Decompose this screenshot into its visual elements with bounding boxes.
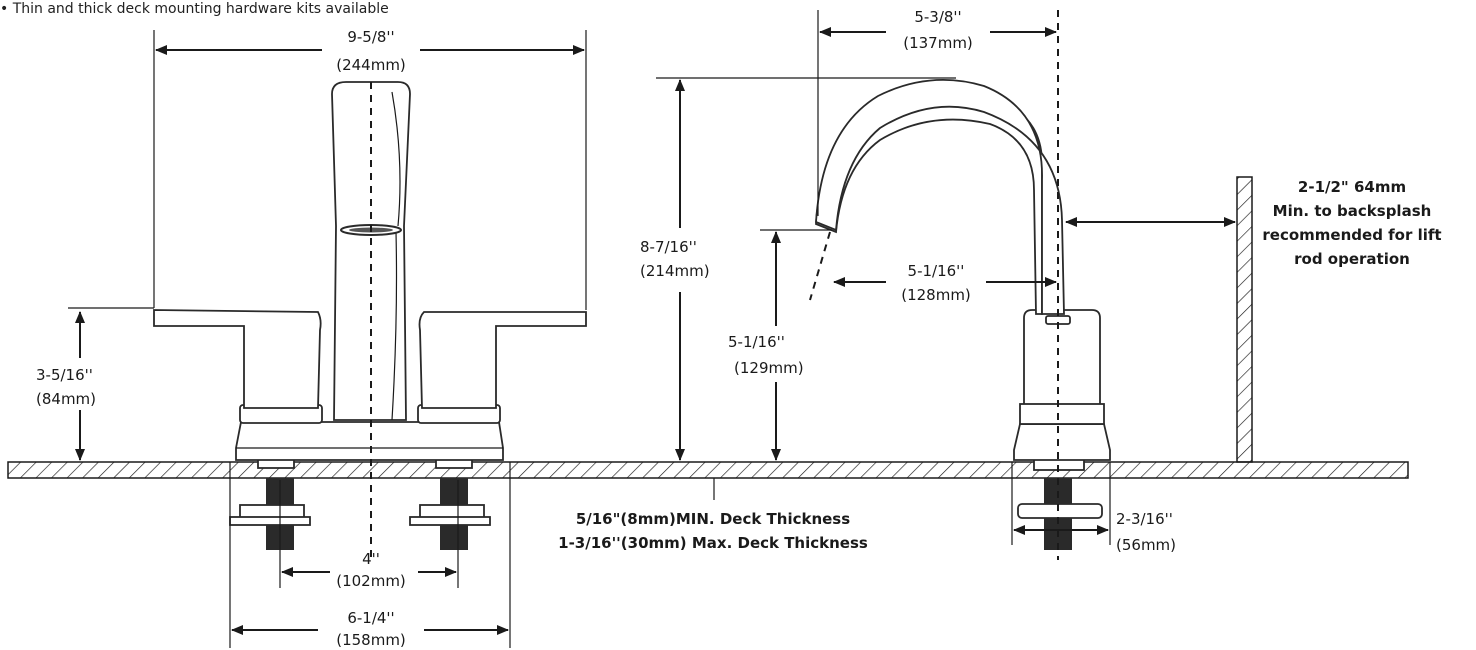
right-handle	[418, 311, 587, 409]
dim-base-diameter: 2-3/16'' (56mm)	[1011, 462, 1176, 554]
dim-spout-reach: 5-1/16'' (128mm)	[833, 262, 1057, 304]
base-width-imperial: 6-1/4''	[347, 609, 394, 627]
center-spacing-imperial: 4''	[362, 550, 380, 568]
dim-overall-height: 8-7/16'' (214mm)	[640, 77, 956, 461]
backsplash-line3: recommended for lift	[1262, 226, 1441, 244]
countertop-deck	[7, 461, 1409, 479]
handle-height-imperial: 3-5/16''	[36, 366, 93, 384]
overall-height-imperial: 8-7/16''	[640, 238, 697, 256]
spout-reach-metric: (128mm)	[901, 286, 971, 304]
overall-width-imperial: 9-5/8''	[347, 28, 394, 46]
gooseneck-outline	[815, 79, 1065, 315]
base-width-metric: (158mm)	[336, 631, 406, 649]
side-handle-body	[1023, 309, 1101, 425]
dim-backsplash: 2-1/2" 64mm Min. to backsplash recommend…	[1065, 178, 1442, 268]
backsplash-line2: Min. to backsplash	[1273, 202, 1432, 220]
spout-reach-top-metric: (137mm)	[903, 34, 973, 52]
hardware-note: • Thin and thick deck mounting hardware …	[0, 1, 389, 17]
left-handle	[153, 309, 322, 409]
dim-center-spacing: 4'' (102mm)	[279, 480, 459, 590]
spout-reach-top-imperial: 5-3/8''	[914, 8, 961, 26]
dim-spout-reach-top: 5-3/8'' (137mm)	[817, 8, 1057, 216]
dim-base-width: 6-1/4'' (158mm)	[229, 462, 511, 649]
overall-width-metric: (244mm)	[336, 56, 406, 74]
deck-note-line1: 5/16"(8mm)MIN. Deck Thickness	[576, 510, 850, 528]
backsplash-line4: rod operation	[1294, 250, 1410, 268]
front-view-faucet	[153, 81, 587, 560]
faucet-base	[235, 421, 504, 461]
overall-height-metric: (214mm)	[640, 262, 710, 280]
spout-height-imperial: 5-1/16''	[728, 333, 785, 351]
dim-handle-height: 3-5/16'' (84mm)	[36, 307, 154, 461]
deck-thickness-note: 5/16"(8mm)MIN. Deck Thickness 1-3/16''(3…	[558, 478, 868, 552]
spout-height-metric: (129mm)	[734, 359, 804, 377]
center-spacing-metric: (102mm)	[336, 572, 406, 590]
spout-reach-imperial: 5-1/16''	[908, 262, 965, 280]
backsplash	[1236, 176, 1253, 463]
base-diameter-imperial: 2-3/16''	[1116, 510, 1173, 528]
dim-overall-width: 9-5/8'' (244mm)	[153, 28, 587, 310]
spray-projection	[809, 231, 831, 301]
side-base	[1013, 423, 1111, 461]
base-diameter-metric: (56mm)	[1116, 536, 1176, 554]
side-view-faucet	[809, 10, 1111, 560]
backsplash-line1: 2-1/2" 64mm	[1298, 178, 1406, 196]
deck-note-line2: 1-3/16''(30mm) Max. Deck Thickness	[558, 534, 868, 552]
handle-height-metric: (84mm)	[36, 390, 96, 408]
dim-spout-height: 5-1/16'' (129mm)	[728, 229, 832, 461]
